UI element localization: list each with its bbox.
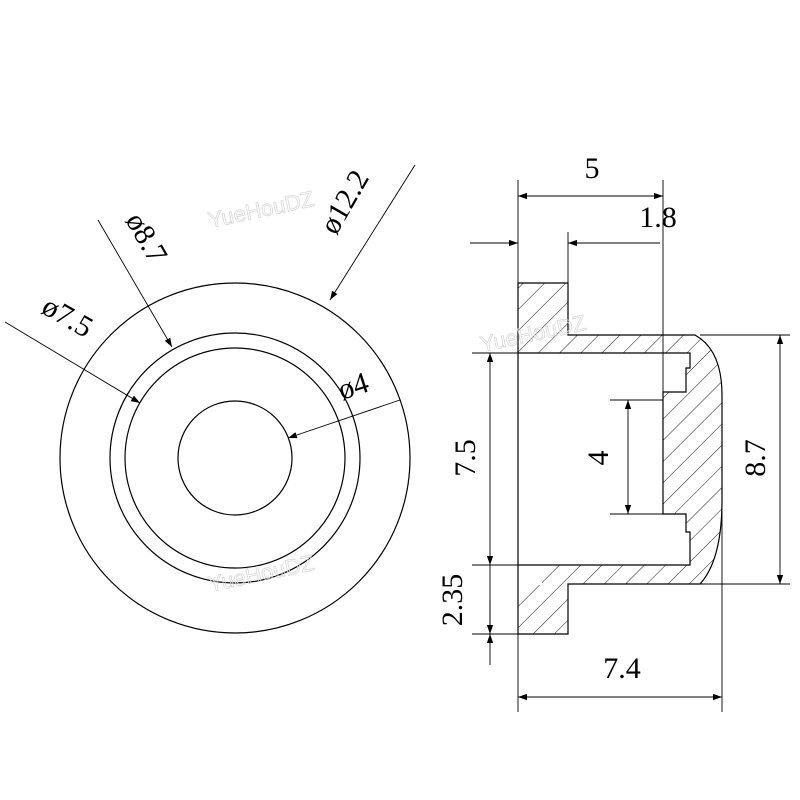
- bore-circle: [177, 400, 293, 516]
- inner-diameter-label: ø7.5: [37, 289, 99, 344]
- dim-length-label: 5: [585, 152, 600, 185]
- outer-diameter-label: ø12.2: [313, 165, 375, 240]
- flange-diameter-label: ø8.7: [119, 207, 174, 269]
- section-cavity: [520, 353, 690, 565]
- dim-bore-label: 4: [582, 451, 615, 466]
- dim-body-height-label: 7.5: [449, 439, 482, 477]
- bore-diameter-label: ø4: [334, 366, 373, 407]
- inner-diameter-leader: [4, 321, 141, 404]
- dim-width-label: 7.4: [603, 652, 641, 685]
- watermark: YueHouDZ: [206, 550, 316, 597]
- section-view: 5 1.8 7.5 2.35 4 8.7 7.4: [436, 152, 790, 712]
- outer-diameter-leader: [329, 164, 416, 301]
- bore-diameter-leader: [287, 399, 401, 439]
- outer-circle: [59, 282, 411, 634]
- dim-flange-thickness-label: 1.8: [639, 201, 677, 234]
- flange-circle: [109, 332, 361, 584]
- inner-circle: [124, 347, 346, 569]
- dim-cap-height-label: 8.7: [739, 439, 772, 477]
- flange-diameter-leader: [97, 219, 173, 348]
- front-view: ø12.2 ø8.7 ø7.5 ø4: [4, 164, 416, 634]
- cavity-outline: [518, 352, 691, 566]
- watermark: YueHouDZ: [206, 186, 316, 233]
- dim-flange-offset-label: 2.35: [436, 574, 469, 627]
